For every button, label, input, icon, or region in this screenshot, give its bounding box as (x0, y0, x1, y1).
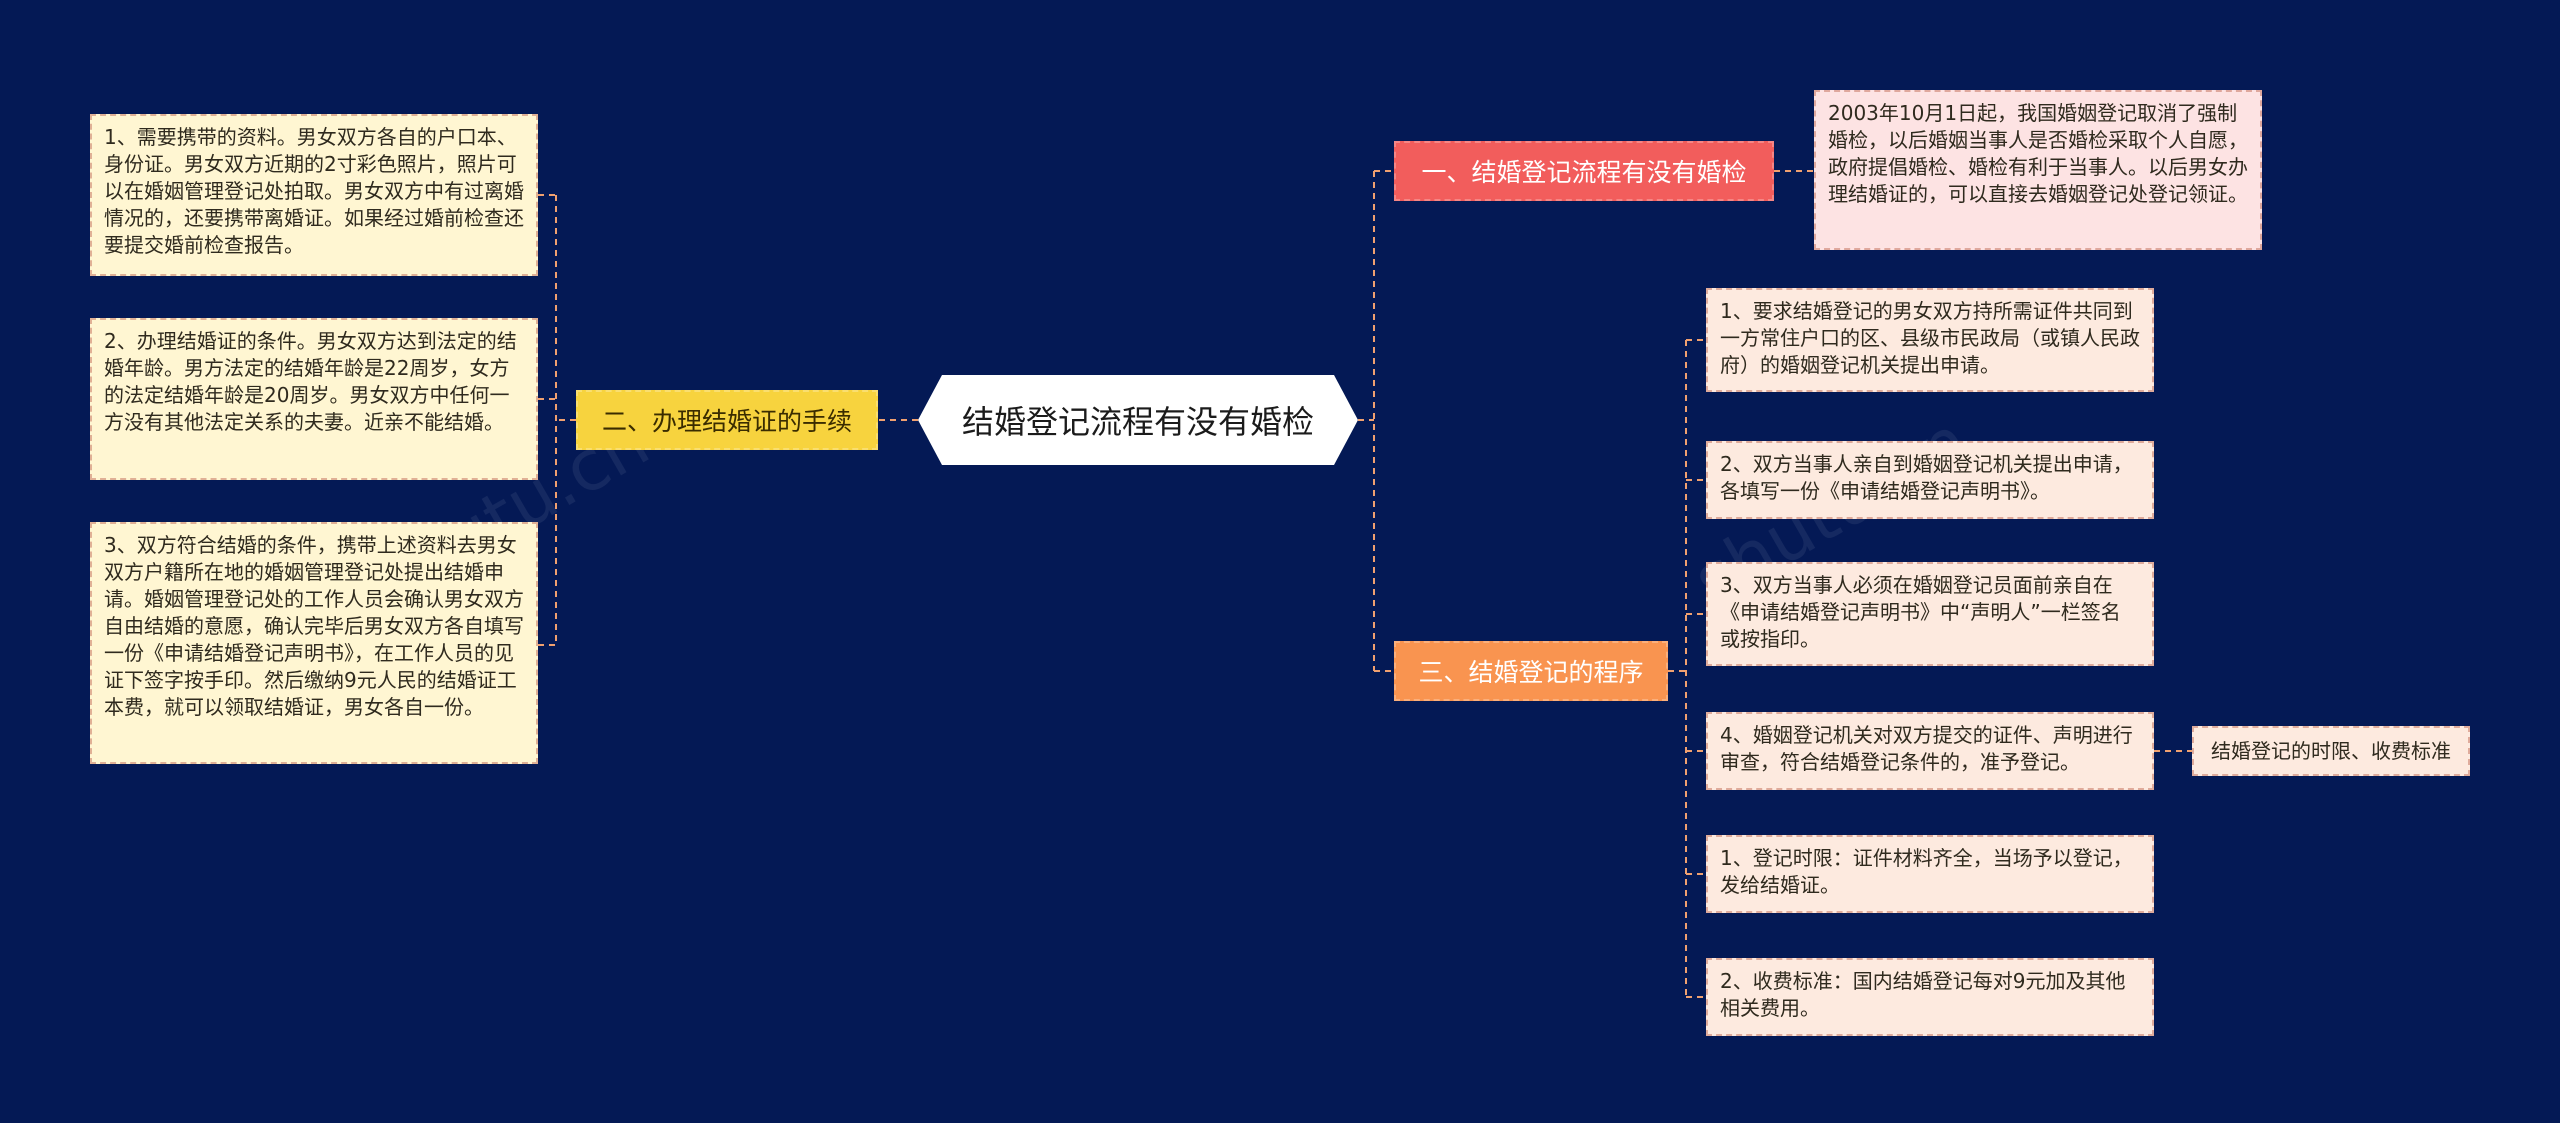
leaf-text: 结婚登记的时限、收费标准 (2211, 738, 2451, 763)
leaf-step-2[interactable]: 2、双方当事人亲自到婚姻登记机关提出申请，各填写一份《申请结婚登记声明书》。 (1706, 441, 2154, 519)
leaf-text: 2、收费标准：国内结婚登记每对9元加及其他相关费用。 (1720, 969, 2126, 1020)
branch-label: 三、结婚登记的程序 (1418, 658, 1644, 687)
branch-premarital-check[interactable]: 一、结婚登记流程有没有婚检 (1394, 141, 1774, 201)
leaf-text: 4、婚姻登记机关对双方提交的证件、声明进行审查，符合结婚登记条件的，准予登记。 (1720, 723, 2133, 774)
leaf-time-limit[interactable]: 1、登记时限：证件材料齐全，当场予以登记，发给结婚证。 (1706, 835, 2154, 913)
leaf-text: 1、登记时限：证件材料齐全，当场予以登记，发给结婚证。 (1720, 846, 2133, 897)
leaf-text: 1、需要携带的资料。男女双方各自的户口本、身份证。男女双方近期的2寸彩色照片，照… (104, 125, 524, 257)
leaf-required-documents[interactable]: 1、需要携带的资料。男女双方各自的户口本、身份证。男女双方近期的2寸彩色照片，照… (90, 114, 538, 276)
branch-registration-steps[interactable]: 三、结婚登记的程序 (1394, 641, 1668, 701)
leaf-step-4[interactable]: 4、婚姻登记机关对双方提交的证件、声明进行审查，符合结婚登记条件的，准予登记。 (1706, 712, 2154, 790)
leaf-text: 3、双方当事人必须在婚姻登记员面前亲自在《申请结婚登记声明书》中“声明人”一栏签… (1720, 573, 2121, 651)
leaf-text: 2003年10月1日起，我国婚姻登记取消了强制婚检，以后婚姻当事人是否婚检采取个… (1828, 101, 2248, 206)
leaf-application-steps[interactable]: 3、双方符合结婚的条件，携带上述资料去男女双方户籍所在地的婚姻管理登记处提出结婚… (90, 522, 538, 764)
branch-procedures[interactable]: 二、办理结婚证的手续 (576, 390, 878, 450)
leaf-step-3[interactable]: 3、双方当事人必须在婚姻登记员面前亲自在《申请结婚登记声明书》中“声明人”一栏签… (1706, 562, 2154, 666)
leaf-premarital-check-policy[interactable]: 2003年10月1日起，我国婚姻登记取消了强制婚检，以后婚姻当事人是否婚检采取个… (1814, 90, 2262, 250)
root-topic-label: 结婚登记流程有没有婚检 (961, 403, 1314, 441)
root-topic[interactable]: 结婚登记流程有没有婚检 (918, 375, 1358, 465)
leaf-marriage-conditions[interactable]: 2、办理结婚证的条件。男女双方达到法定的结婚年龄。男方法定的结婚年龄是22周岁，… (90, 318, 538, 480)
leaf-text: 1、要求结婚登记的男女双方持所需证件共同到一方常住户口的区、县级市民政局（或镇人… (1720, 299, 2140, 377)
leaf-fee-standard[interactable]: 2、收费标准：国内结婚登记每对9元加及其他相关费用。 (1706, 958, 2154, 1036)
branch-label: 二、办理结婚证的手续 (601, 407, 852, 436)
leaf-step-1[interactable]: 1、要求结婚登记的男女双方持所需证件共同到一方常住户口的区、县级市民政局（或镇人… (1706, 288, 2154, 392)
leaf-text: 3、双方符合结婚的条件，携带上述资料去男女双方户籍所在地的婚姻管理登记处提出结婚… (104, 533, 524, 719)
leaf-text: 2、双方当事人亲自到婚姻登记机关提出申请，各填写一份《申请结婚登记声明书》。 (1720, 452, 2133, 503)
leaf-time-and-fee[interactable]: 结婚登记的时限、收费标准 (2192, 726, 2470, 776)
leaf-text: 2、办理结婚证的条件。男女双方达到法定的结婚年龄。男方法定的结婚年龄是22周岁，… (104, 329, 517, 434)
branch-label: 一、结婚登记流程有没有婚检 (1421, 158, 1747, 187)
